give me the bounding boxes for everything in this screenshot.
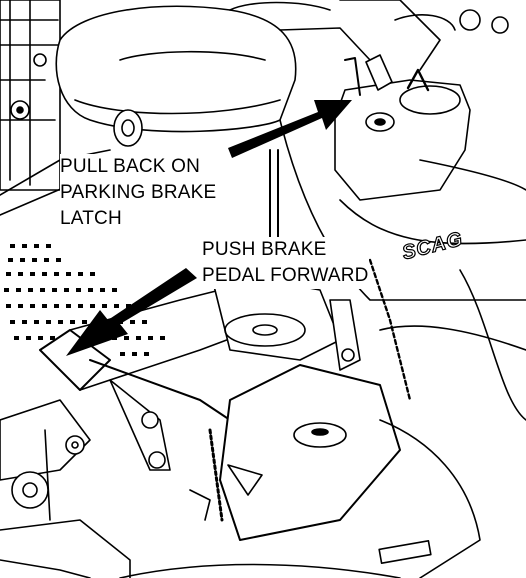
arrow-to-latch xyxy=(228,100,352,158)
fender xyxy=(279,119,526,421)
seat xyxy=(55,1,371,147)
callout-line: PUSH BRAKE xyxy=(202,239,327,260)
control-tower xyxy=(334,0,509,201)
callout-push-brake-pedal: PUSH BRAKE PEDAL FORWARD xyxy=(202,237,369,289)
left-frame xyxy=(0,0,141,216)
deck-belt-cover xyxy=(0,364,481,578)
callout-line: PEDAL FORWARD xyxy=(202,265,369,286)
callout-parking-brake-latch: PULL BACK ON PARKING BRAKE LATCH xyxy=(60,154,217,232)
callout-line: PULL BACK ON xyxy=(60,156,201,177)
arrow-up-right-icon xyxy=(228,100,352,158)
callout-line: LATCH xyxy=(60,208,122,229)
arrow-to-pedal xyxy=(66,268,197,356)
front-bracket xyxy=(0,359,231,578)
arrow-down-left-icon xyxy=(66,268,197,356)
callout-line: PARKING BRAKE xyxy=(60,182,217,203)
